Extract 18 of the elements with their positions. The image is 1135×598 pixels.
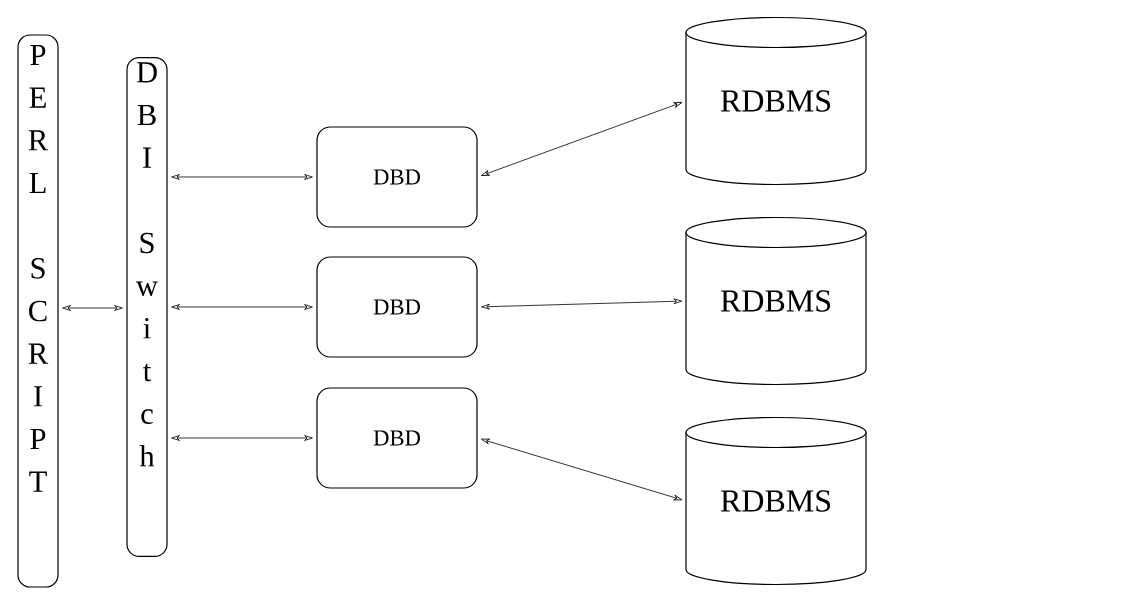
process-box: DBD: [316, 126, 478, 228]
vertical-text-bar: DBI Switch: [126, 57, 168, 557]
arrow: [62, 305, 123, 311]
arrow: [480, 101, 683, 176]
vertical-text-bar: PERL SCRIPT: [17, 34, 59, 588]
arrow: [481, 438, 683, 501]
arrow: [481, 298, 683, 310]
process-box: DBD: [316, 387, 478, 489]
process-box: DBD: [316, 256, 478, 358]
arrow: [171, 435, 313, 441]
database-cylinder: RDBMS: [685, 416, 867, 586]
node-label: RDBMS: [720, 490, 831, 512]
database-cylinder: RDBMS: [685, 16, 867, 186]
arrow: [171, 174, 313, 180]
arrow: [171, 304, 313, 310]
node-label: RDBMS: [720, 290, 831, 312]
database-cylinder: RDBMS: [685, 216, 867, 386]
node-label: RDBMS: [720, 90, 831, 112]
